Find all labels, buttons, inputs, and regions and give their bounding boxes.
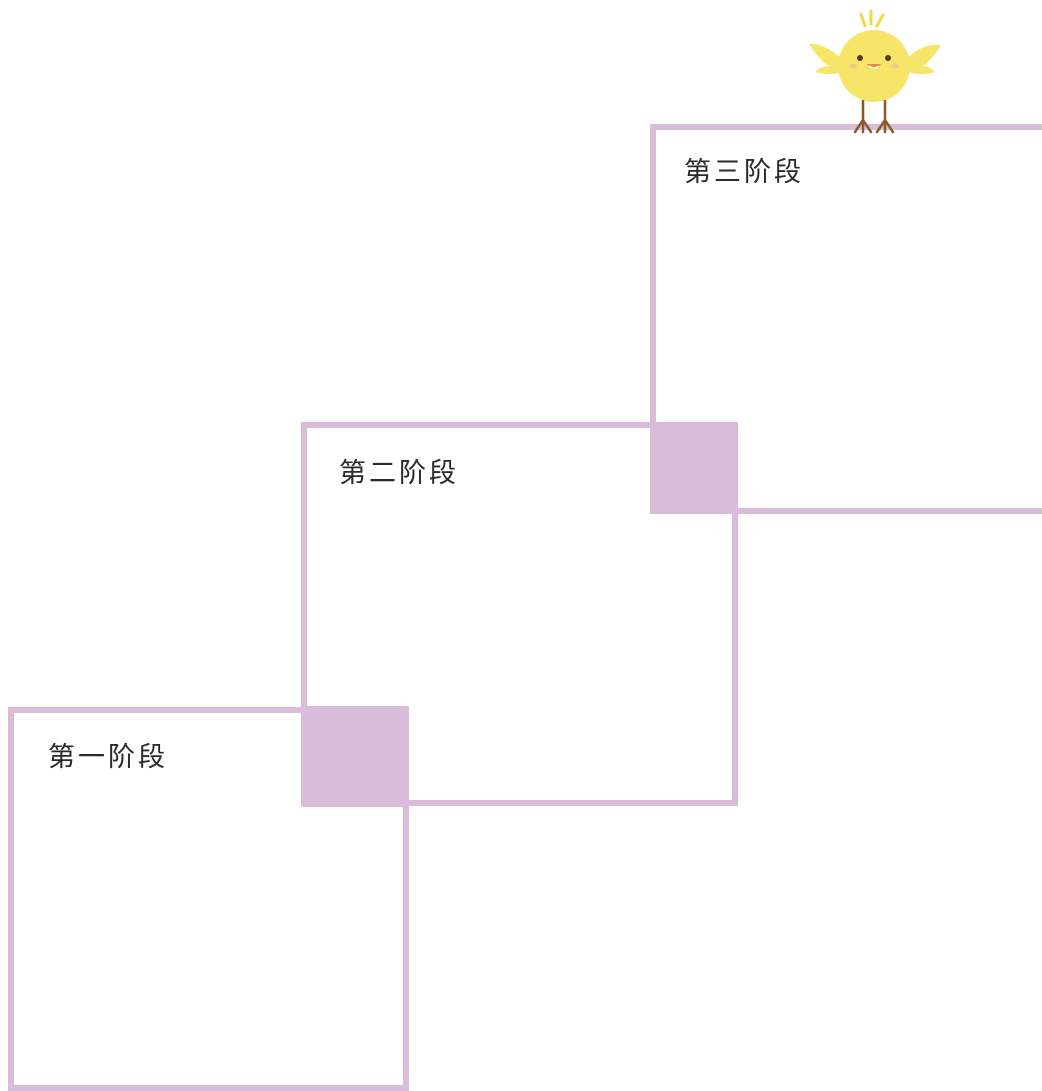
stage-1-box — [8, 707, 409, 1091]
stage-2-box — [301, 422, 738, 806]
overlap-square-2-3 — [650, 422, 738, 514]
stage-3-box — [650, 124, 1042, 514]
overlap-square-1-2 — [301, 706, 409, 807]
chick-icon — [809, 9, 941, 134]
stage-2-label: 第二阶段 — [339, 458, 459, 489]
stage-3-label: 第三阶段 — [684, 157, 804, 188]
stage-1-label: 第一阶段 — [48, 742, 168, 773]
